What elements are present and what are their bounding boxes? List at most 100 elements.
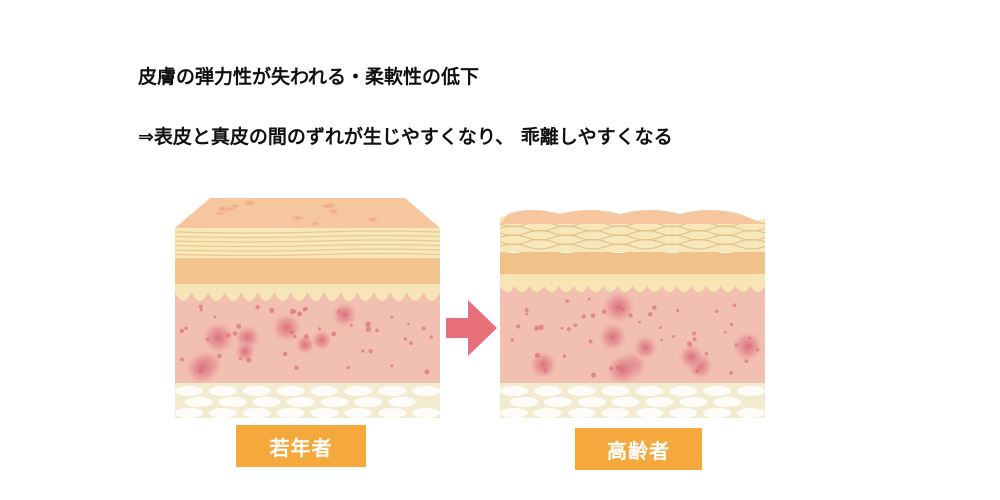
old-fat-cells (500, 386, 765, 418)
dermis-dot (744, 359, 749, 364)
fat-cell (310, 408, 339, 418)
dermis-dot (543, 368, 548, 373)
dermis-dot (516, 324, 521, 329)
surface-spot (228, 203, 242, 210)
stratum-stripe (174, 239, 441, 243)
stratum-stripe (174, 234, 441, 239)
dermis-dot (732, 303, 737, 308)
dermis-dot (620, 307, 626, 312)
dermis-dot (331, 331, 337, 337)
dermis-dot (695, 368, 700, 373)
surface-spot (288, 213, 308, 222)
dermis-dot (232, 331, 238, 336)
fat-cell (601, 386, 630, 396)
dermis-spot (597, 321, 629, 353)
dermis-dot (293, 334, 297, 339)
fat-cell (286, 397, 315, 407)
fat-cell (669, 408, 698, 418)
dermis-dot (199, 308, 203, 312)
dermis-dot (560, 326, 564, 330)
dermis-dot (566, 327, 571, 332)
stratum-stripe (499, 243, 766, 250)
fat-cell (242, 386, 271, 396)
dermis-dot (368, 348, 373, 354)
dermis-dot (648, 312, 653, 317)
dermis-dot (573, 323, 578, 327)
surface-spot (318, 202, 336, 210)
dermis-dot (255, 304, 260, 310)
dermis-spot (310, 328, 334, 352)
fat-cell (567, 408, 596, 418)
dermis-dot (375, 328, 379, 333)
stratum-stripe (174, 252, 441, 257)
dermis-dot (534, 325, 540, 331)
fat-cell (611, 397, 640, 407)
young-surface-spots (212, 199, 381, 227)
fat-cell (344, 408, 373, 418)
stratum-stripe (174, 230, 441, 234)
dermis-dot (628, 313, 633, 318)
fat-cell (703, 386, 732, 396)
dermis-dot (365, 321, 371, 327)
young-fat-cells (175, 386, 440, 418)
dermis-spot (632, 334, 659, 361)
fat-cell (388, 397, 417, 407)
fat-cell (737, 408, 765, 418)
fat-cell (679, 397, 708, 407)
dermis-spot (605, 352, 640, 387)
dermis-dot (524, 308, 529, 313)
surface-spot (308, 220, 322, 227)
young-label: 若年者 (236, 425, 366, 467)
dermis-spot (330, 300, 359, 329)
dermis-dot (672, 334, 675, 338)
fat-cell (601, 408, 630, 418)
old-label: 高齢者 (575, 428, 702, 470)
dermis-spot (200, 319, 237, 356)
fat-cell (175, 408, 203, 418)
dermis-dot (180, 357, 185, 362)
fat-cell (412, 408, 440, 418)
fat-cell (344, 386, 373, 396)
dermis-dot (686, 341, 693, 347)
dermis-dot (692, 337, 697, 342)
dermis-dot (246, 357, 252, 363)
dermis-spot (233, 340, 257, 363)
dermis-dot (361, 349, 365, 353)
dermis-dot (429, 335, 433, 339)
dermis-dot (723, 330, 727, 334)
fat-cell (185, 397, 213, 407)
old-tan-layer (500, 247, 765, 274)
dermis-dot (590, 313, 596, 318)
dermis-dot (659, 326, 663, 330)
fat-cell (737, 386, 765, 396)
dermis-dot (660, 338, 664, 342)
fat-cell (378, 408, 407, 418)
dermis-dot (565, 299, 569, 303)
fat-cell (354, 397, 383, 407)
dermis-dot (691, 331, 697, 336)
fat-cell (543, 397, 572, 407)
fat-cell (320, 397, 349, 407)
old-surface (500, 210, 765, 224)
dermis-dot (365, 326, 372, 333)
dermis-dot (179, 328, 184, 334)
dermis-dot (349, 323, 353, 327)
young-skin-block (174, 198, 441, 418)
fat-cell (252, 397, 281, 407)
dermis-dot (198, 304, 203, 309)
fat-cell (635, 386, 664, 396)
fat-cell (510, 397, 538, 407)
fat-cell (310, 386, 339, 396)
stratum-stripe (174, 248, 441, 252)
surface-spot (212, 211, 228, 217)
dermis-dot (424, 369, 430, 375)
right-arrow-icon (446, 300, 497, 356)
dermis-dot (226, 333, 231, 338)
dermis-dot (409, 341, 413, 345)
fat-cell (533, 386, 562, 396)
dermis-dot (407, 322, 410, 326)
dermis-spot (184, 350, 220, 386)
dermis-dot (302, 307, 307, 312)
dermis-dot (294, 365, 299, 370)
dermis-dot (562, 354, 567, 358)
